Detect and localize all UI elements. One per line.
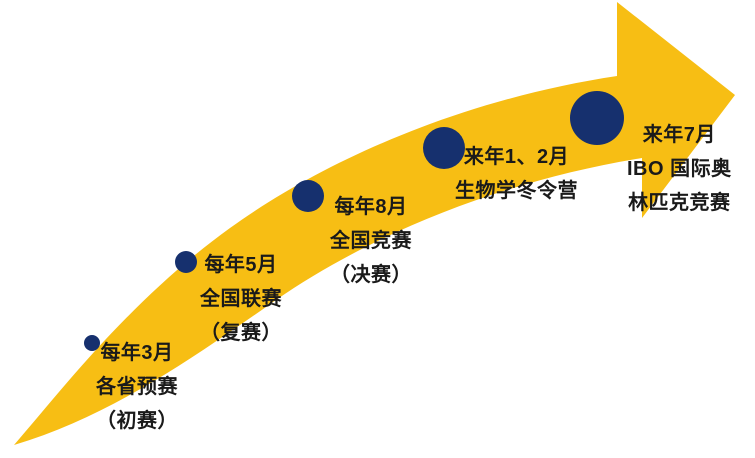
stage-label-biology-winter-camp: 来年1、2月 生物学冬令营 (455, 140, 578, 208)
milestone-dot-ibo-international (570, 91, 624, 145)
milestone-dot-national-league (175, 251, 197, 273)
stage-label-line: 林匹克竞赛 (628, 192, 731, 214)
stage-label-line: 每年3月 (100, 342, 174, 364)
stage-label-line: （初赛） (96, 410, 178, 432)
milestone-dot-biology-winter-camp (423, 127, 465, 169)
stage-label-line: 每年5月 (204, 254, 278, 276)
stage-label-line: （决赛） (330, 264, 412, 286)
stage-label-national-league: 每年5月 全国联赛 （复赛） (200, 248, 282, 350)
stage-label-line: 生物学冬令营 (455, 180, 578, 202)
curved-arrow-shape (14, 2, 735, 445)
milestone-dot-group (84, 91, 624, 351)
stage-label-line: 每年8月 (334, 196, 408, 218)
stage-label-national-competition: 每年8月 全国竞赛 （决赛） (330, 190, 412, 292)
milestone-dot-provincial-preliminary (84, 335, 100, 351)
stage-label-provincial-preliminary: 每年3月 各省预赛 （初赛） (96, 336, 178, 438)
stage-label-line: 全国竞赛 (330, 230, 412, 252)
stage-label-line: 各省预赛 (96, 376, 178, 398)
milestone-dot-national-competition (292, 180, 324, 212)
stage-label-line: 来年7月 (642, 124, 716, 146)
stage-label-line: IBO 国际奥 (627, 158, 732, 180)
stage-label-line: （复赛） (200, 322, 282, 344)
stage-label-line: 全国联赛 (200, 288, 282, 310)
stage-label-line: 来年1、2月 (463, 146, 570, 168)
stage-label-ibo-international: 来年7月 IBO 国际奥 林匹克竞赛 (627, 118, 732, 220)
